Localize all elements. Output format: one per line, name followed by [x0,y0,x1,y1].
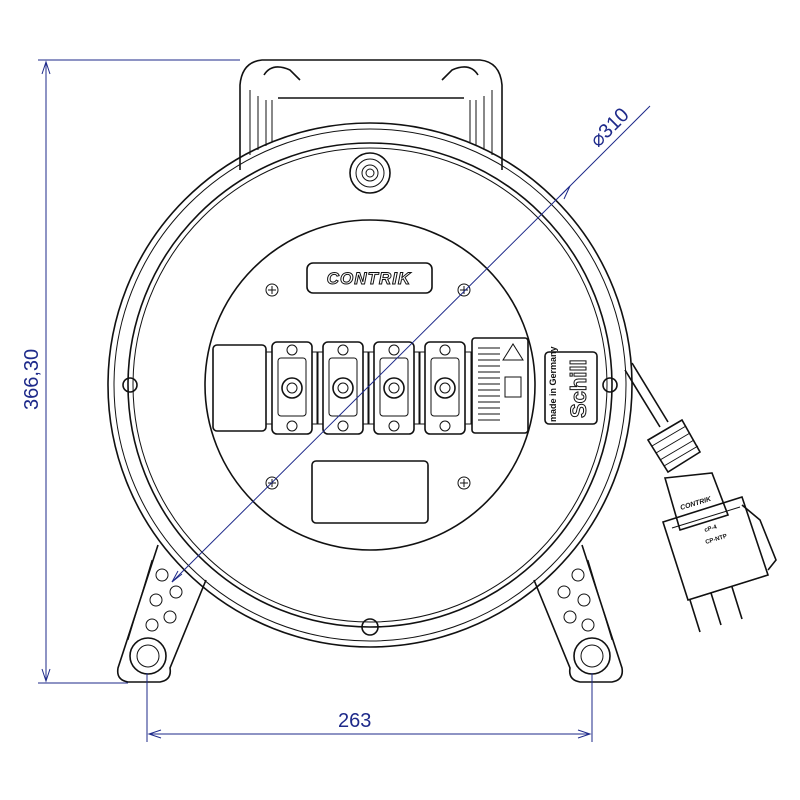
screw-icon [457,476,471,490]
connector-model-2: CP-NTP [705,534,728,546]
screw-icon [457,283,471,297]
drum-body [107,122,633,648]
socket-module [367,341,421,435]
cable-and-connector: CONTRIK cP-4 CP-NTP [624,362,777,633]
diameter-dimension-label: ⌀310 [586,104,634,152]
width-dimension: 263 [146,673,593,742]
height-dimension: 366,30 [21,59,240,684]
left-bolt [122,377,138,393]
socket-row [265,341,472,435]
panel-screws [265,283,471,490]
right-foot [533,544,624,683]
logo-plate: CONTRIK [306,262,433,294]
height-dimension-label: 366,30 [21,349,43,410]
warning-label [471,337,529,434]
manufacturer-logo: Schill [566,359,591,418]
top-knob [349,152,391,194]
connector-model-1: cP-4 [704,524,719,534]
made-in-label: made in Germany [548,346,558,422]
manufacturer-label: made in Germany Schill [544,346,598,425]
connector-logo-text: CONTRIK [680,496,713,512]
socket-module [418,341,472,435]
right-bolt [602,377,618,393]
socket-module [265,341,319,435]
bottom-hole [361,618,379,636]
top-handle [239,59,503,170]
left-foot [116,544,207,683]
socket-module [316,341,370,435]
width-dimension-label: 263 [338,710,371,732]
screw-icon [265,283,279,297]
panel-logo-text: CONTRIK [327,269,412,288]
